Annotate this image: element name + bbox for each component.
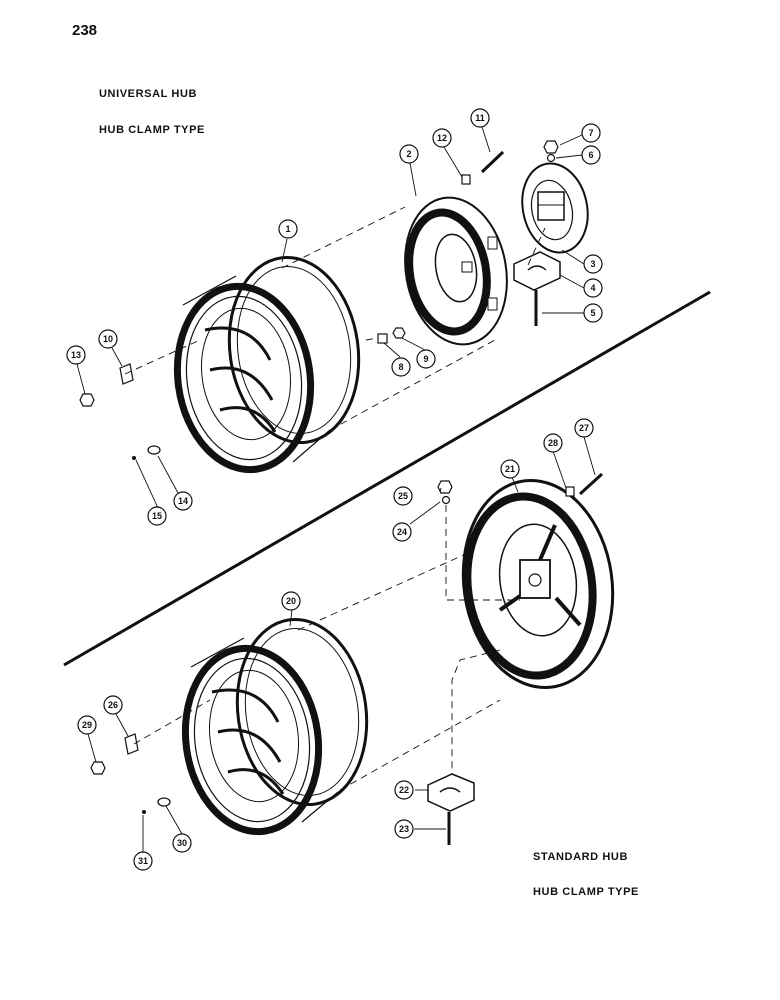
bolt-11-shape [480, 150, 505, 174]
section-divider-line [63, 290, 711, 667]
callout-3: 3 [583, 254, 603, 274]
callout-13: 13 [66, 345, 86, 365]
wheel-rim-upper [173, 255, 361, 474]
svg-text:6: 6 [588, 150, 593, 160]
nut-9-shape [392, 327, 406, 339]
svg-text:10: 10 [103, 334, 113, 344]
nut-25-shape [437, 480, 453, 494]
dashed-leader-5 [365, 337, 379, 341]
wheel-disc-lower [461, 478, 615, 690]
svg-text:31: 31 [138, 856, 148, 866]
callout-9: 9 [416, 349, 436, 369]
hub-clamp-upper [513, 251, 561, 291]
wheel-rim-lower [181, 617, 369, 836]
svg-text:8: 8 [398, 362, 403, 372]
callout-22: 22 [394, 780, 414, 800]
callout-24: 24 [392, 522, 412, 542]
svg-text:11: 11 [475, 113, 485, 123]
callout-6: 6 [581, 145, 601, 165]
callout-26: 26 [103, 695, 123, 715]
callout-28: 28 [543, 433, 563, 453]
svg-text:14: 14 [178, 496, 188, 506]
dashed-leader-4 [527, 227, 546, 266]
universal-hub-subtitle: HUB CLAMP TYPE [99, 124, 205, 136]
callout-leaders [76, 126, 596, 852]
callout-11: 11 [470, 108, 490, 128]
svg-text:5: 5 [590, 308, 595, 318]
clamp-14-shape [147, 445, 161, 455]
callout-29: 29 [77, 715, 97, 735]
hub-clamp-lower [427, 773, 475, 812]
callout-8: 8 [391, 357, 411, 377]
washer-24-shape [441, 495, 451, 505]
callout-5: 5 [583, 303, 603, 323]
dashed-leader-7 [339, 699, 501, 791]
svg-text:21: 21 [505, 464, 515, 474]
universal-hub-title: UNIVERSAL HUB [99, 88, 198, 100]
svg-text:2: 2 [406, 149, 411, 159]
svg-text:4: 4 [590, 283, 595, 293]
callout-25: 25 [393, 486, 413, 506]
callout-1: 1 [278, 219, 298, 239]
wheel-disc-upper [404, 196, 508, 346]
dashed-leader-10 [451, 649, 501, 775]
svg-text:20: 20 [286, 596, 296, 606]
callout-21: 21 [500, 459, 520, 479]
dashed-leader-6 [297, 551, 471, 631]
callout-12: 12 [432, 128, 452, 148]
clip-10-shape [119, 363, 134, 385]
callout-31: 31 [133, 851, 153, 871]
standard-hub-title: STANDARD HUB [533, 851, 628, 863]
nut-28-shape [565, 486, 575, 497]
nut-13-shape [79, 393, 95, 407]
screw-15-shape [132, 456, 136, 460]
svg-text:3: 3 [590, 259, 595, 269]
svg-text:26: 26 [108, 700, 118, 710]
svg-text:12: 12 [437, 133, 447, 143]
callout-4: 4 [583, 278, 603, 298]
callout-20: 20 [281, 591, 301, 611]
page-number: 238 [72, 22, 98, 39]
svg-text:22: 22 [399, 785, 409, 795]
callout-10: 10 [98, 329, 118, 349]
svg-text:30: 30 [177, 838, 187, 848]
svg-text:9: 9 [423, 354, 428, 364]
callout-2: 2 [399, 144, 419, 164]
standard-hub-subtitle: HUB CLAMP TYPE [533, 886, 639, 898]
dashed-leader-9 [445, 505, 520, 601]
svg-text:29: 29 [82, 720, 92, 730]
nut-7-shape [543, 140, 559, 154]
nut-29-shape [90, 761, 106, 775]
svg-text:28: 28 [548, 438, 558, 448]
callout-30: 30 [172, 833, 192, 853]
dashed-leader-1 [281, 206, 406, 269]
callout-14: 14 [173, 491, 193, 511]
dashed-leader-8 [133, 699, 211, 745]
nut-12-shape [461, 174, 471, 185]
callout-7: 7 [581, 123, 601, 143]
callout-23: 23 [394, 819, 414, 839]
svg-text:7: 7 [588, 128, 593, 138]
dashed-leader-2 [329, 339, 496, 431]
dashed-leader-3 [124, 339, 201, 375]
svg-text:25: 25 [398, 491, 408, 501]
washer-6-shape [546, 153, 556, 163]
clamp-30-shape [157, 797, 171, 807]
clip-26-shape [124, 733, 139, 755]
bolt-27-shape [578, 472, 604, 496]
svg-text:1: 1 [285, 224, 290, 234]
svg-text:15: 15 [152, 511, 162, 521]
svg-text:27: 27 [579, 423, 589, 433]
callout-15: 15 [147, 506, 167, 526]
svg-text:23: 23 [399, 824, 409, 834]
bolt-8-shape [377, 333, 388, 344]
callout-27: 27 [574, 418, 594, 438]
svg-text:24: 24 [397, 527, 407, 537]
hub-upper [521, 162, 589, 254]
svg-text:13: 13 [71, 350, 81, 360]
screw-31-shape [142, 810, 146, 814]
